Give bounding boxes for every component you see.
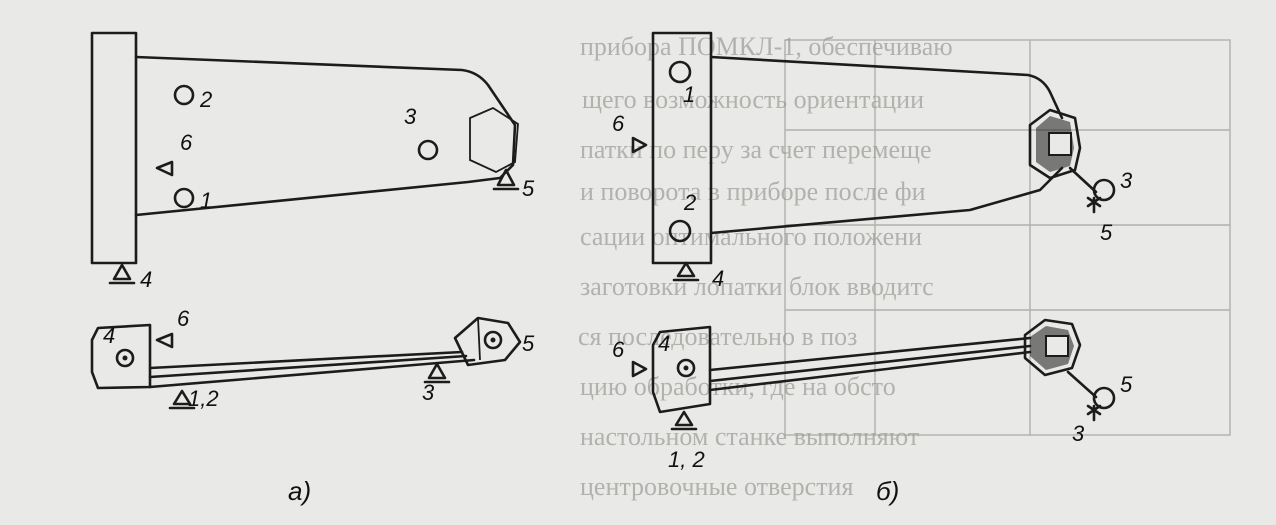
view-a-top: 2 6 1 3 5 4 [90, 31, 535, 292]
bg-line: ся последовательно в поз [578, 322, 857, 351]
datum-marker-4 [112, 263, 132, 281]
label-5: 5 [1100, 220, 1113, 245]
tip-clamp-socket [1048, 132, 1072, 156]
tip-support-5-side [1092, 386, 1116, 410]
bg-line: щего возможность ориентации [582, 85, 924, 114]
datum-marker-6-side [631, 360, 648, 378]
view-b-top: 1 6 2 4 3 5 [612, 31, 1133, 291]
center-dot-4 [683, 365, 689, 371]
label-3: 3 [1120, 168, 1133, 193]
tip-support-3-side [1086, 404, 1102, 422]
locating-pin-2 [173, 84, 195, 106]
datum-marker-5 [496, 168, 516, 187]
center-mark-5 [483, 330, 503, 350]
tip-support-rod-side [1066, 370, 1098, 399]
datum-marker-4 [676, 261, 696, 278]
label-1: 1 [200, 188, 212, 213]
label-1-2: 1,2 [188, 386, 219, 411]
label-5: 5 [522, 176, 535, 201]
datum-marker-12-side [172, 389, 192, 406]
label-6: 6 [612, 337, 625, 362]
locating-pin-1 [173, 187, 195, 209]
tip-support-3 [1092, 178, 1116, 202]
blade-tip-shroud [469, 106, 519, 174]
label-4: 4 [712, 266, 724, 291]
datum-marker-6 [155, 160, 174, 177]
label-6: 6 [612, 111, 625, 136]
root-block-side [651, 325, 712, 414]
label-4: 4 [140, 267, 152, 292]
airfoil-side [708, 336, 1032, 392]
label-2: 2 [199, 87, 212, 112]
label-5: 5 [522, 331, 535, 356]
locating-pin-3 [417, 139, 439, 161]
tip-clamp-body [1028, 108, 1082, 180]
blade-root-block [90, 31, 138, 265]
label-6: 6 [177, 306, 190, 331]
tip-support-rod [1068, 166, 1098, 194]
bg-line: заготовки лопатки блок вводитс [580, 272, 934, 301]
tip-clamp-side [1023, 318, 1082, 377]
label-1: 1 [683, 82, 695, 107]
datum-marker-6-side [155, 332, 174, 349]
caption-a: а) [288, 476, 311, 506]
airfoil-side [148, 350, 476, 389]
label-5: 5 [1120, 372, 1133, 397]
label-4: 4 [103, 323, 115, 348]
bg-line: прибора ПОМКЛ-1, обеспечиваю [580, 32, 953, 61]
locating-pin-2 [668, 219, 692, 243]
bg-line: и поворота в приборе после фи [580, 177, 926, 206]
view-b-side: 6 4 5 3 1, 2 [612, 318, 1133, 472]
caption-b: б) [876, 476, 899, 506]
label-3: 3 [404, 104, 417, 129]
center-dot-4 [122, 355, 128, 361]
bg-line: сации оптимального положени [580, 222, 922, 251]
blade-body-outline [709, 55, 1064, 235]
label-6: 6 [180, 130, 193, 155]
label-1-2: 1, 2 [668, 447, 705, 472]
datum-marker-3-side [427, 362, 447, 380]
bg-line: настольном станке выполняют [580, 422, 919, 451]
label-4: 4 [658, 331, 670, 356]
locating-pin-1 [668, 60, 692, 84]
label-3: 3 [422, 380, 435, 405]
center-mark-4 [115, 348, 135, 368]
tip-support-5 [1086, 196, 1102, 214]
tip-clamp-socket-side [1045, 335, 1069, 357]
label-3: 3 [1072, 421, 1085, 446]
blade-body-outline [134, 55, 517, 217]
bg-line: центровочные отверстия [580, 472, 853, 501]
center-mark-4 [676, 358, 696, 378]
tip-side [453, 316, 522, 367]
datum-marker-6 [631, 136, 648, 154]
datum-marker-12-side [674, 410, 694, 427]
root-block-side [90, 323, 152, 390]
center-dot-5 [490, 337, 496, 343]
tip-line [477, 317, 481, 361]
label-2: 2 [683, 190, 696, 215]
view-a-side: 4 6 5 3 1,2 [90, 306, 535, 411]
blade-root-block [651, 31, 713, 265]
